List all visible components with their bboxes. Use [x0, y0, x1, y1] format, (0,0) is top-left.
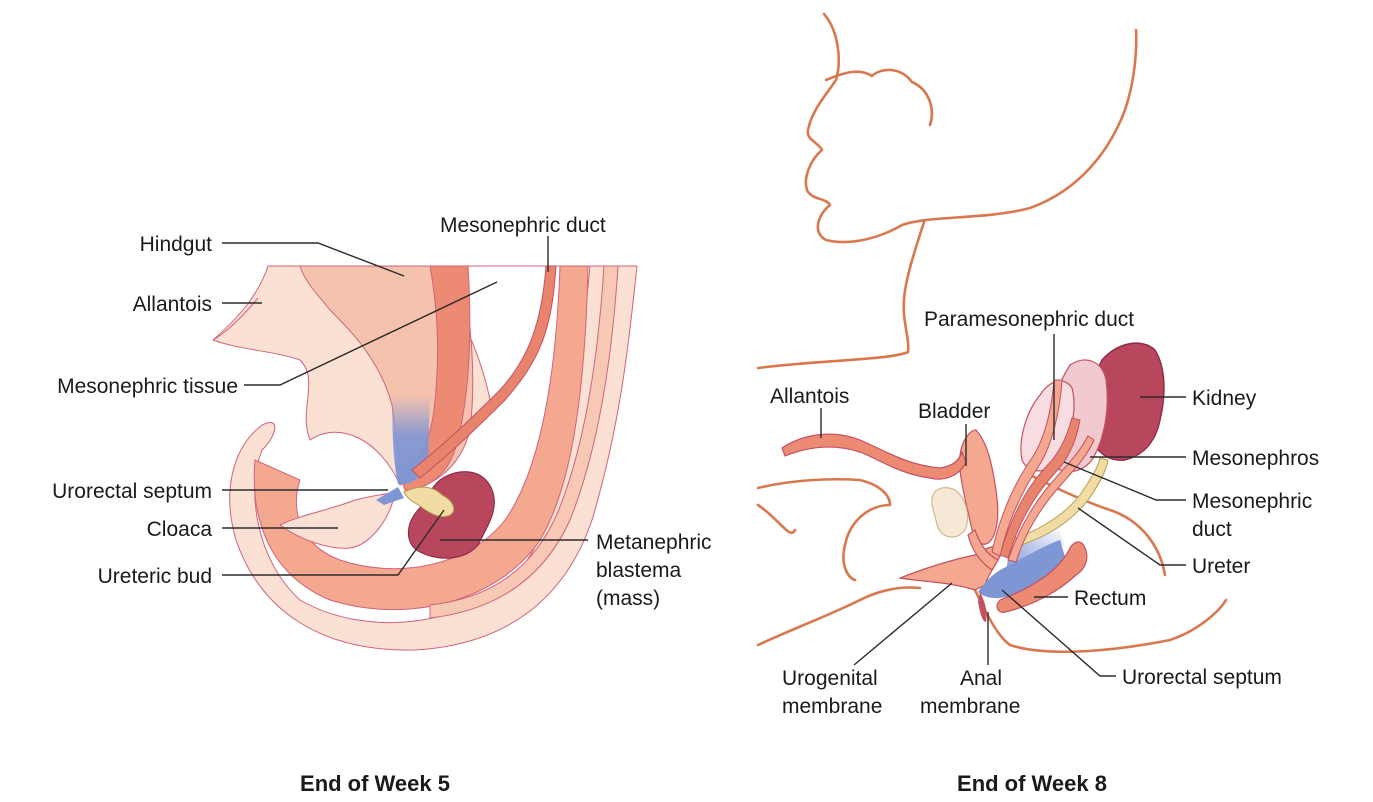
week8-palm-outline	[826, 70, 932, 125]
week8-limb-outline	[806, 14, 1136, 242]
label-mesonephric-duct-w5: Mesonephric duct	[440, 214, 606, 237]
label-mesonephros: Mesonephros	[1192, 447, 1319, 470]
label-paramesonephric-duct: Paramesonephric duct	[924, 308, 1134, 331]
label-urogenital-2: membrane	[782, 695, 882, 718]
label-metanephric-2: blastema	[596, 559, 682, 582]
label-kidney: Kidney	[1192, 387, 1257, 410]
leader-ureter	[1078, 508, 1186, 565]
label-cloaca: Cloaca	[147, 518, 213, 541]
week8-membrane	[978, 592, 987, 622]
week8-trunk-outline	[758, 222, 924, 368]
label-urorectal-septum-w8: Urorectal septum	[1122, 666, 1282, 689]
caption-week8: End of Week 8	[957, 771, 1107, 796]
label-allantois-w5: Allantois	[133, 293, 212, 316]
label-hindgut: Hindgut	[140, 233, 213, 256]
week8-leg-outline	[758, 479, 890, 580]
label-rectum: Rectum	[1074, 587, 1146, 610]
label-mesonephric-tissue: Mesonephric tissue	[57, 375, 238, 398]
week8-genital-tubercle	[932, 488, 968, 537]
label-ureteric-bud: Ureteric bud	[98, 565, 212, 588]
label-mesonephric-duct-w8-2: duct	[1192, 518, 1232, 541]
label-bladder: Bladder	[918, 400, 990, 423]
week5-illustration	[213, 266, 637, 650]
week8-illustration	[758, 14, 1226, 652]
label-ureter: Ureter	[1192, 555, 1250, 578]
caption-week5: End of Week 5	[300, 771, 450, 796]
week8-thigh-outline	[758, 505, 795, 533]
label-metanephric-3: (mass)	[596, 587, 660, 610]
week8-labels: Paramesonephric duct Allantois Bladder K…	[770, 308, 1319, 718]
label-urorectal-septum-w5: Urorectal septum	[52, 480, 212, 503]
label-mesonephric-duct-w8-1: Mesonephric	[1192, 490, 1312, 513]
label-urogenital-1: Urogenital	[782, 667, 878, 690]
week8-allantois	[782, 434, 966, 479]
label-metanephric-1: Metanephric	[596, 531, 712, 554]
label-allantois-w8: Allantois	[770, 385, 849, 408]
week8-lower-outline	[758, 588, 920, 646]
label-anal-1: Anal	[960, 667, 1002, 690]
label-anal-2: membrane	[920, 695, 1020, 718]
